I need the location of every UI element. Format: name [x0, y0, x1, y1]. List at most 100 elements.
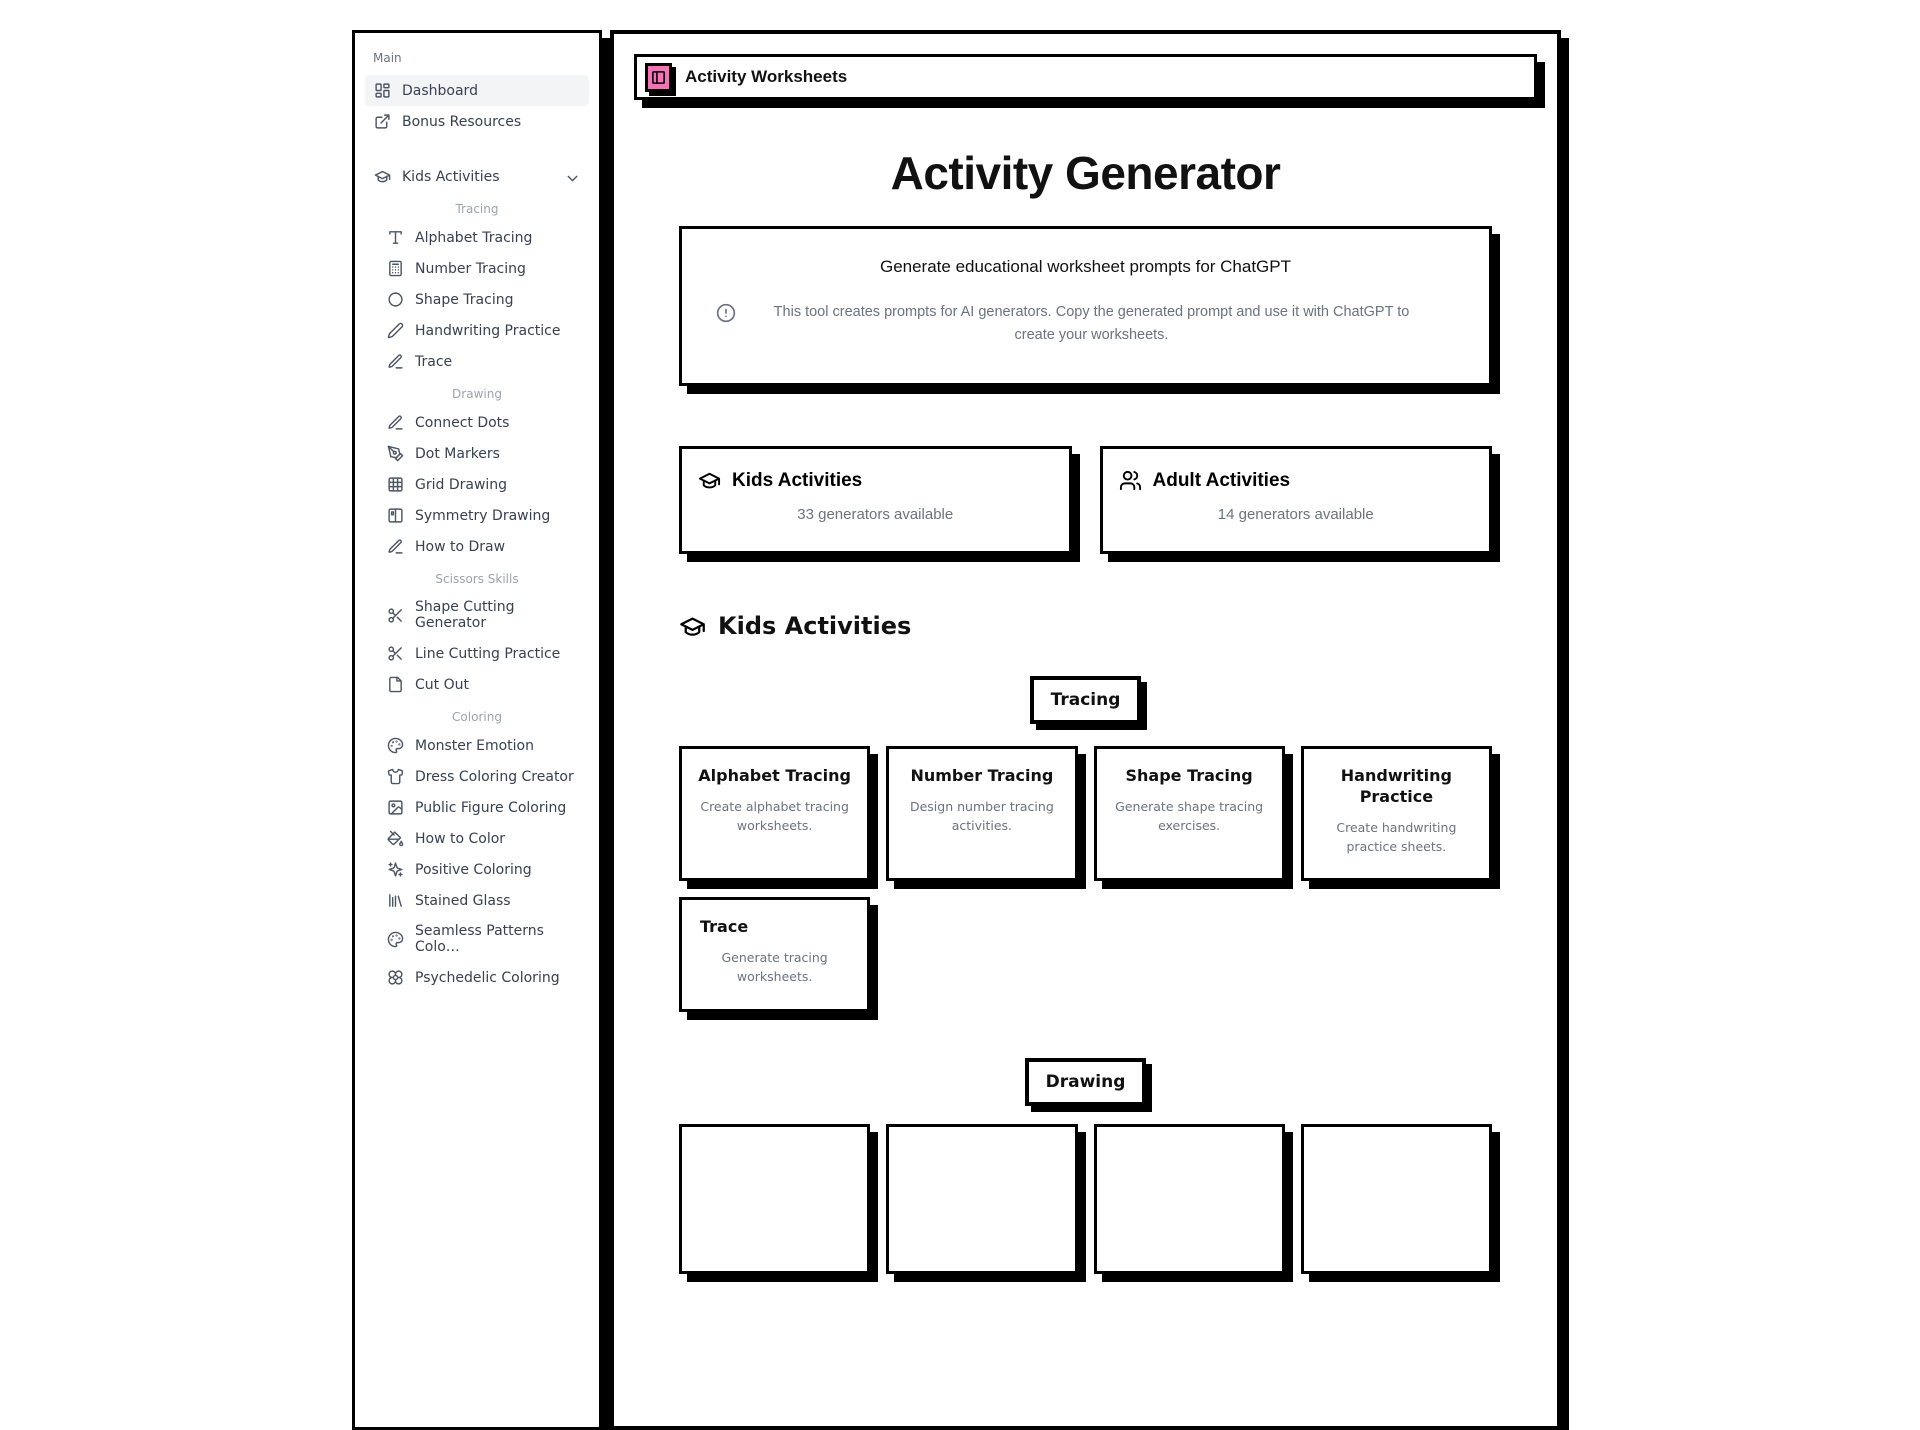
- page-header-bar: Activity Worksheets: [634, 54, 1537, 100]
- sidebar-item-label: Cut Out: [415, 676, 469, 693]
- shirt-icon: [387, 768, 404, 785]
- app-window: Main Dashboard Bonus Resources Kids Acti…: [352, 30, 1561, 1430]
- generator-card-shape-tracing[interactable]: Shape Tracing Generate shape tracing exe…: [1093, 746, 1285, 882]
- sidebar-item-label: Grid Drawing: [415, 476, 508, 493]
- sidebar-item-bonus-resources[interactable]: Bonus Resources: [365, 106, 589, 137]
- sidebar-item-label: Public Figure Coloring: [415, 799, 567, 816]
- alert-circle-icon: [716, 303, 736, 323]
- generator-card[interactable]: [679, 1123, 871, 1274]
- sidebar-item-dress-coloring-creator[interactable]: Dress Coloring Creator: [365, 761, 589, 792]
- sidebar-item-label: Dot Markers: [415, 445, 500, 462]
- sidebar-item-how-to-draw[interactable]: How to Draw: [365, 531, 589, 562]
- pen-icon: [387, 322, 404, 339]
- main-panel: Activity Worksheets Activity Generator G…: [610, 30, 1561, 1430]
- sidebar-section-main-label: Main: [373, 51, 402, 65]
- tracing-card-grid: Alphabet Tracing Create alphabet tracing…: [679, 746, 1492, 1012]
- intro-heading: Generate educational worksheet prompts f…: [879, 257, 1292, 276]
- sidebar-item-stained-glass[interactable]: Stained Glass: [365, 885, 589, 916]
- palette-icon: [387, 931, 404, 948]
- category-subtitle: 33 generators available: [797, 506, 954, 524]
- sidebar-item-label: Monster Emotion: [415, 737, 534, 754]
- sidebar-item-label: Shape Tracing: [415, 291, 514, 308]
- generator-card-desc: Generate shape tracing exercises.: [1115, 799, 1264, 833]
- sidebar-item-label: Bonus Resources: [402, 113, 522, 130]
- generator-card-number-tracing[interactable]: Number Tracing Design number tracing act…: [886, 746, 1078, 882]
- sidebar-item-label: Alphabet Tracing: [415, 229, 533, 246]
- sidebar-item-label: Line Cutting Practice: [415, 645, 561, 662]
- sidebar-item-dashboard[interactable]: Dashboard: [365, 75, 589, 106]
- sidebar-item-cut-out[interactable]: Cut Out: [365, 669, 589, 700]
- sidebar-item-number-tracing[interactable]: Number Tracing: [365, 253, 589, 284]
- sidebar-item-connect-dots[interactable]: Connect Dots: [365, 407, 589, 438]
- pen-tool-icon: [387, 445, 404, 462]
- sidebar-item-line-cutting-practice[interactable]: Line Cutting Practice: [365, 638, 589, 669]
- generator-card-alphabet-tracing[interactable]: Alphabet Tracing Create alphabet tracing…: [679, 746, 871, 882]
- sidebar-item-how-to-color[interactable]: How to Color: [365, 823, 589, 854]
- pencil-line-icon: [387, 414, 404, 431]
- category-card-kids[interactable]: Kids Activities 33 generators available: [679, 446, 1072, 555]
- sidebar-item-monster-emotion[interactable]: Monster Emotion: [365, 730, 589, 761]
- sidebar-section-label-tracing: Tracing: [455, 202, 499, 216]
- category-cards: Kids Activities 33 generators available …: [679, 446, 1492, 555]
- sidebar-item-label: Positive Coloring: [415, 861, 532, 878]
- generator-card-trace[interactable]: Trace Generate tracing worksheets.: [679, 897, 871, 1012]
- sidebar-item-label: How to Draw: [415, 538, 506, 555]
- generator-card[interactable]: [886, 1123, 1078, 1274]
- sidebar-item-grid-drawing[interactable]: Grid Drawing: [365, 469, 589, 500]
- sidebar-item-seamless-patterns-coloring[interactable]: Seamless Patterns Colo…: [365, 916, 589, 962]
- content-column: Generate educational worksheet prompts f…: [679, 226, 1492, 1274]
- sidebar-item-alphabet-tracing[interactable]: Alphabet Tracing: [365, 222, 589, 253]
- breadcrumb-title: Activity Worksheets: [685, 67, 848, 86]
- intro-note-text: This tool creates prompts for AI generat…: [773, 304, 1410, 344]
- sidebar-section-label-drawing: Drawing: [452, 387, 502, 401]
- sidebar-item-handwriting-practice[interactable]: Handwriting Practice: [365, 315, 589, 346]
- circle-icon: [387, 291, 404, 308]
- sidebar-item-symmetry-drawing[interactable]: Symmetry Drawing: [365, 500, 589, 531]
- sidebar-item-label: Trace: [415, 353, 453, 370]
- sidebar-item-trace[interactable]: Trace: [365, 346, 589, 377]
- generator-card-desc: Generate tracing worksheets.: [721, 950, 828, 985]
- sidebar-item-label: Seamless Patterns Colo…: [415, 923, 544, 955]
- sidebar-item-shape-tracing[interactable]: Shape Tracing: [365, 284, 589, 315]
- generator-card-desc: Create alphabet tracing worksheets.: [700, 799, 849, 833]
- sidebar-group-label: Kids Activities: [402, 168, 500, 185]
- intro-box: Generate educational worksheet prompts f…: [679, 226, 1492, 387]
- sidebar-item-public-figure-coloring[interactable]: Public Figure Coloring: [365, 792, 589, 823]
- sidebar-item-label: Dashboard: [402, 82, 478, 99]
- graduation-cap-icon: [374, 168, 391, 185]
- sidebar-item-label: Connect Dots: [415, 414, 510, 431]
- sidebar-item-label: Handwriting Practice: [415, 322, 561, 339]
- type-icon: [387, 229, 404, 246]
- sidebar-item-label: Number Tracing: [415, 260, 526, 277]
- paint-bucket-icon: [387, 830, 404, 847]
- grid-icon: [387, 476, 404, 493]
- sidebar-item-shape-cutting-generator[interactable]: Shape Cutting Generator: [365, 592, 589, 638]
- category-subtitle: 14 generators available: [1217, 506, 1374, 524]
- sidebar-toggle-button[interactable]: [645, 62, 672, 92]
- generator-card[interactable]: [1093, 1123, 1285, 1274]
- category-card-adults[interactable]: Adult Activities 14 generators available: [1099, 446, 1492, 555]
- sidebar-item-psychedelic-coloring[interactable]: Psychedelic Coloring: [365, 962, 589, 993]
- sidebar-item-label: Symmetry Drawing: [415, 507, 551, 524]
- sidebar-item-label: Psychedelic Coloring: [415, 969, 560, 986]
- sidebar-group-kids-activities[interactable]: Kids Activities: [365, 161, 589, 192]
- drawing-card-grid: [679, 1123, 1492, 1274]
- section-title: Kids Activities: [718, 612, 912, 641]
- generator-card[interactable]: [1300, 1123, 1492, 1274]
- pencil-line-icon: [387, 353, 404, 370]
- sidebar-item-positive-coloring[interactable]: Positive Coloring: [365, 854, 589, 885]
- generator-card-title: Trace: [700, 917, 749, 937]
- page-title: Activity Generator: [890, 147, 1281, 199]
- panel-split-icon: [387, 507, 404, 524]
- sidebar-item-label: How to Color: [415, 830, 506, 847]
- intro-note: This tool creates prompts for AI generat…: [716, 301, 1455, 347]
- file-icon: [387, 676, 404, 693]
- scissors-icon: [387, 645, 404, 662]
- sidebar-item-dot-markers[interactable]: Dot Markers: [365, 438, 589, 469]
- calculator-icon: [387, 260, 404, 277]
- drawing-group-badge: Drawing: [1024, 1057, 1147, 1106]
- generator-card-title: Shape Tracing: [1125, 766, 1253, 786]
- generator-card-handwriting-practice[interactable]: Handwriting Practice Create handwriting …: [1300, 746, 1492, 882]
- sidebar-item-label: Shape Cutting Generator: [415, 599, 515, 631]
- kids-activities-section-heading: Kids Activities: [679, 612, 1492, 640]
